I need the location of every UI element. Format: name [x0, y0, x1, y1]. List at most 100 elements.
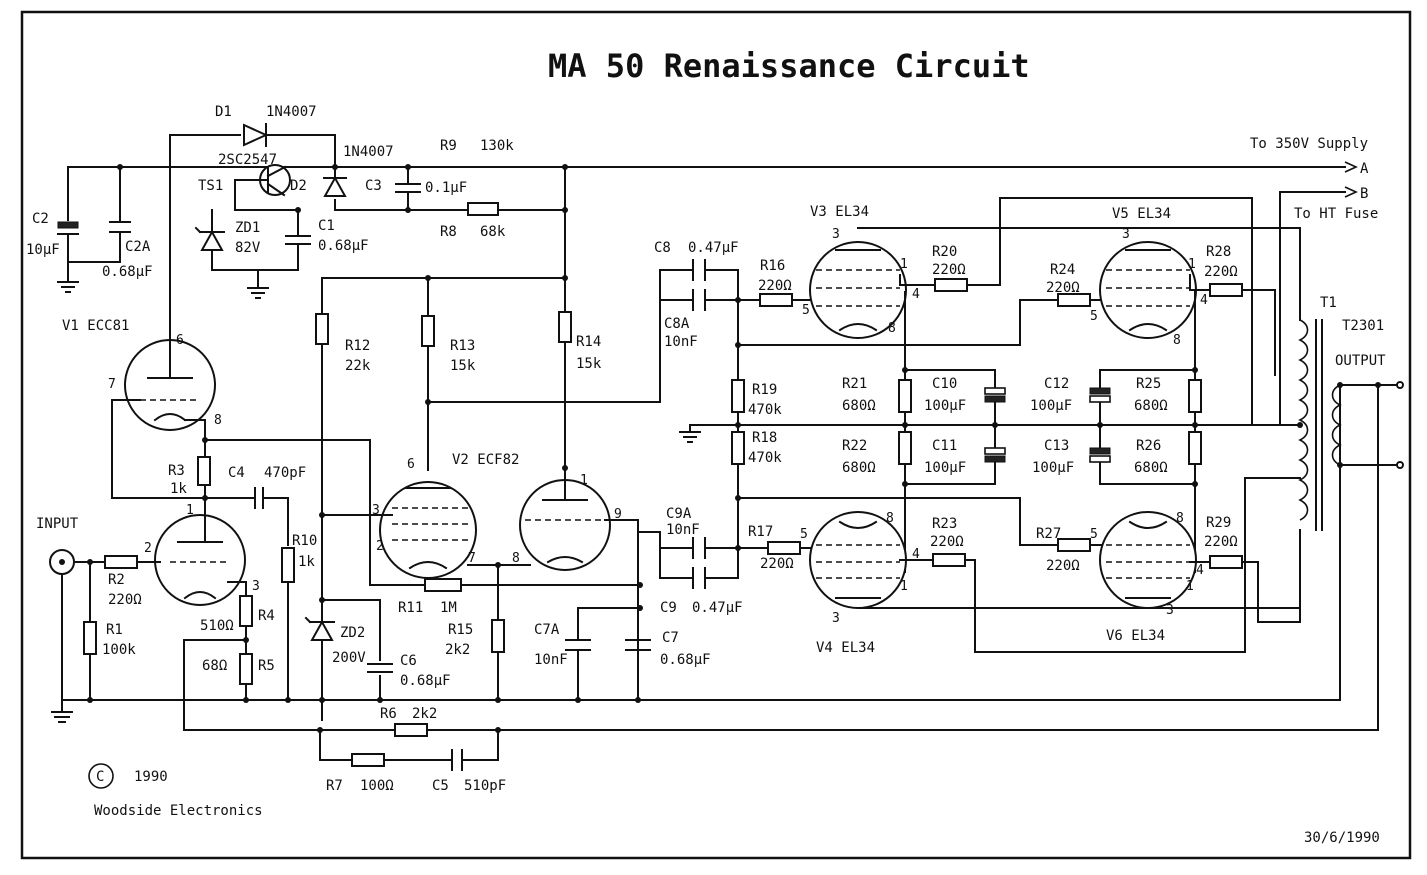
t1-primary-winding-icon: [1298, 319, 1309, 521]
label-b: B: [1360, 186, 1368, 202]
v4-tube-icon: [809, 511, 907, 609]
ground-icon-3: [679, 424, 701, 443]
label-r26-val: 680Ω: [1134, 460, 1168, 476]
r23-resistor: [932, 553, 966, 567]
output-terminal-icon: [1396, 381, 1404, 389]
label-r24-val: 220Ω: [1046, 280, 1080, 296]
label-c10: C10: [932, 376, 957, 392]
label-r29-val: 220Ω: [1204, 534, 1238, 550]
c10-capacitor-icon: [984, 395, 1006, 403]
r10-resistor: [281, 547, 295, 583]
label-r4: R4: [258, 608, 275, 624]
pin-label: 8: [512, 551, 520, 566]
label-c11-val: 100µF: [924, 460, 966, 476]
label-r7-val: 100Ω: [360, 778, 394, 794]
t1-primary-wire: [1279, 191, 1301, 623]
c4-capacitor-icon: [254, 487, 264, 509]
label-r15: R15: [448, 622, 473, 638]
pin-label: 5: [1090, 527, 1098, 542]
label-r19: R19: [752, 382, 777, 398]
d1-wire: [169, 134, 336, 331]
r20-resistor: [934, 278, 968, 292]
label-c13: C13: [1044, 438, 1069, 454]
r26-resistor: [1188, 431, 1202, 465]
c12-capacitor-icon: [1089, 387, 1111, 395]
label-r1-val: 100k: [102, 642, 136, 658]
label-r9: R9: [440, 138, 457, 154]
label-r13-val: 15k: [450, 358, 476, 374]
b-plus-wire: [321, 277, 566, 721]
pin-label: 1: [1188, 257, 1196, 272]
label-r9-val: 130k: [480, 138, 514, 154]
label-r14-val: 15k: [576, 356, 602, 372]
v1-tube-b-icon: [154, 514, 246, 606]
junction-dots: [87, 164, 1381, 733]
label-t1: T1: [1320, 295, 1337, 311]
label-v4: V4 EL34: [816, 640, 875, 656]
label-r11-val: 1M: [440, 600, 457, 616]
pin-label: 3: [252, 579, 260, 594]
label-c8: C8: [654, 240, 671, 256]
pin-label: 5: [800, 527, 808, 542]
pin-label: 8: [1173, 333, 1181, 348]
r2-resistor: [104, 555, 138, 569]
label-r12-val: 22k: [345, 358, 371, 374]
label-r27: R27: [1036, 526, 1061, 542]
label-r7: R7: [326, 778, 343, 794]
label-r14: R14: [576, 334, 601, 350]
zd2-zener-icon: [310, 619, 334, 641]
pin-label: 8: [886, 511, 894, 526]
ground-icon: [57, 281, 79, 293]
r11-resistor: [424, 578, 462, 592]
label-r19-val: 470k: [748, 402, 782, 418]
label-r22: R22: [842, 438, 867, 454]
label-r3-val: 1k: [170, 481, 187, 497]
r21-resistor: [898, 379, 912, 413]
pin-label: 9: [614, 507, 622, 522]
label-r16: R16: [760, 258, 785, 274]
label-r29: R29: [1206, 515, 1231, 531]
label-ts1: TS1: [198, 178, 223, 194]
pin-label: 7: [468, 551, 476, 566]
label-c11: C11: [932, 438, 957, 454]
c11-capacitor-icon: [984, 455, 1006, 463]
c2-plate: [57, 221, 79, 229]
r3-resistor: [197, 456, 211, 486]
r22-resistor: [898, 431, 912, 465]
r12-resistor: [315, 313, 329, 345]
copyright-symbol: C: [96, 769, 104, 785]
pin-label: 8: [888, 321, 896, 336]
zd1-wire: [211, 209, 299, 271]
label-v2: V2 ECF82: [452, 452, 519, 468]
label-r27-val: 220Ω: [1046, 558, 1080, 574]
label-r20-val: 220Ω: [932, 262, 966, 278]
r17-resistor: [767, 541, 801, 555]
label-r6-val: 2k2: [412, 706, 437, 722]
d1-diode-icon: [243, 123, 269, 147]
label-r15-val: 2k2: [445, 642, 470, 658]
label-r13: R13: [450, 338, 475, 354]
c9-capacitor-icon: [692, 537, 706, 589]
r15-resistor: [491, 619, 505, 653]
pin-label: 1: [580, 473, 588, 488]
label-c8-val: 0.47µF: [688, 240, 739, 256]
label-r5-val: 68Ω: [202, 658, 227, 674]
pin-label: 8: [214, 413, 222, 428]
label-r2-val: 220Ω: [108, 592, 142, 608]
label-r4-val: 510Ω: [200, 618, 234, 634]
pin-label: 5: [802, 303, 810, 318]
label-c9-val: 0.47µF: [692, 600, 743, 616]
label-c9: C9: [660, 600, 677, 616]
pin-label: 3: [832, 227, 840, 242]
arrow-b-icon: [1344, 186, 1358, 198]
pin-label: 2: [376, 539, 384, 554]
r7-resistor: [351, 753, 385, 767]
label-r20: R20: [932, 244, 957, 260]
company-name: Woodside Electronics: [94, 803, 263, 819]
label-r18-val: 470k: [748, 450, 782, 466]
pin-label: 4: [1200, 293, 1208, 308]
c6-capacitor-icon: [367, 663, 393, 673]
r27-resistor: [1057, 538, 1091, 552]
c3-capacitor-icon: [395, 166, 421, 211]
